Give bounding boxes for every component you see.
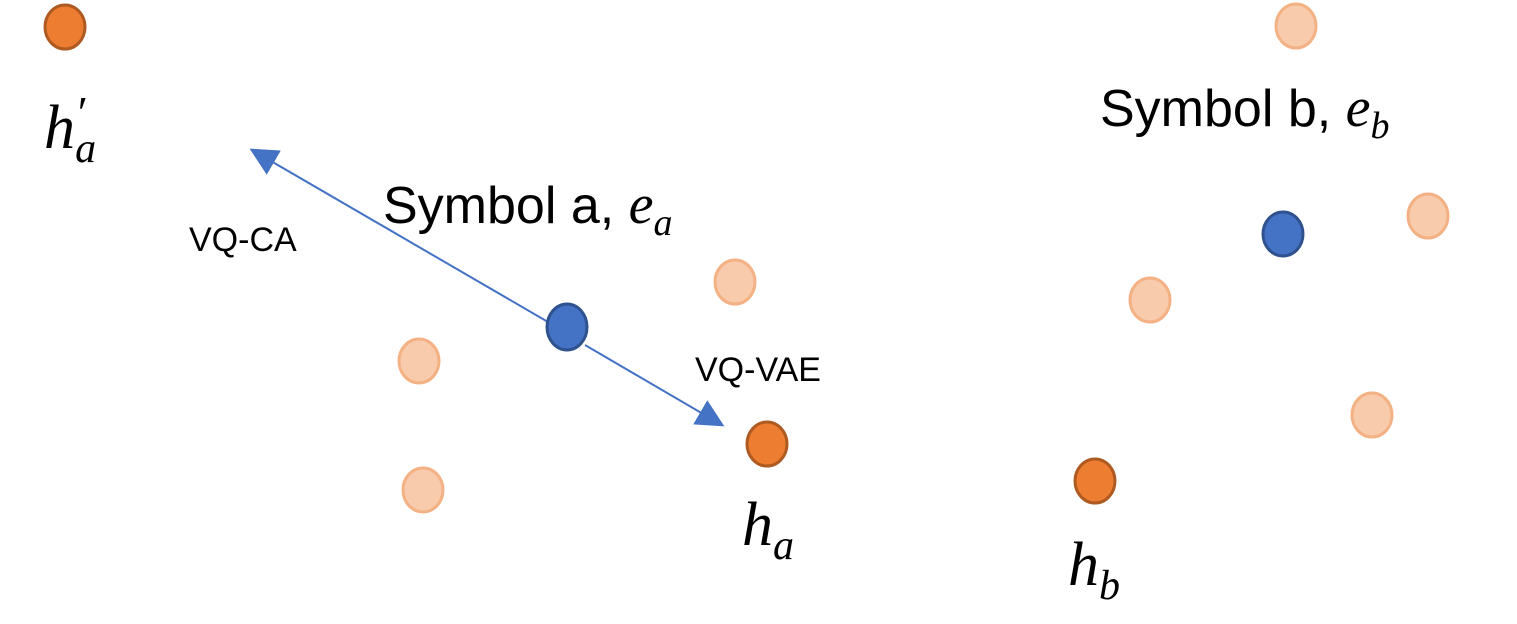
other-point	[1406, 192, 1450, 240]
codebook-vector-a	[545, 302, 589, 352]
other-point	[401, 466, 445, 514]
vq-ca-arrow	[249, 148, 549, 323]
hidden-point-a-prime	[43, 3, 87, 51]
hidden-point-b	[1073, 457, 1117, 505]
h-b-label: hb	[1068, 531, 1120, 609]
symbol-b-label: Symbol b, eb	[1100, 77, 1390, 147]
other-point	[713, 258, 757, 306]
symbol-a-label: Symbol a, ea	[383, 174, 673, 244]
vq-vae-arrow	[584, 344, 725, 427]
codebook-vector-b	[1261, 210, 1305, 258]
other-point	[397, 337, 441, 385]
h-a-label: ha	[742, 491, 794, 569]
vq-ca-label: VQ-CA	[189, 221, 297, 259]
other-point	[1274, 2, 1318, 50]
h-a-prime-label: h′a	[44, 87, 96, 172]
other-point	[1128, 276, 1172, 324]
other-point	[1350, 391, 1394, 439]
hidden-point-a	[745, 420, 789, 468]
vq-vae-label: VQ-VAE	[695, 351, 821, 389]
